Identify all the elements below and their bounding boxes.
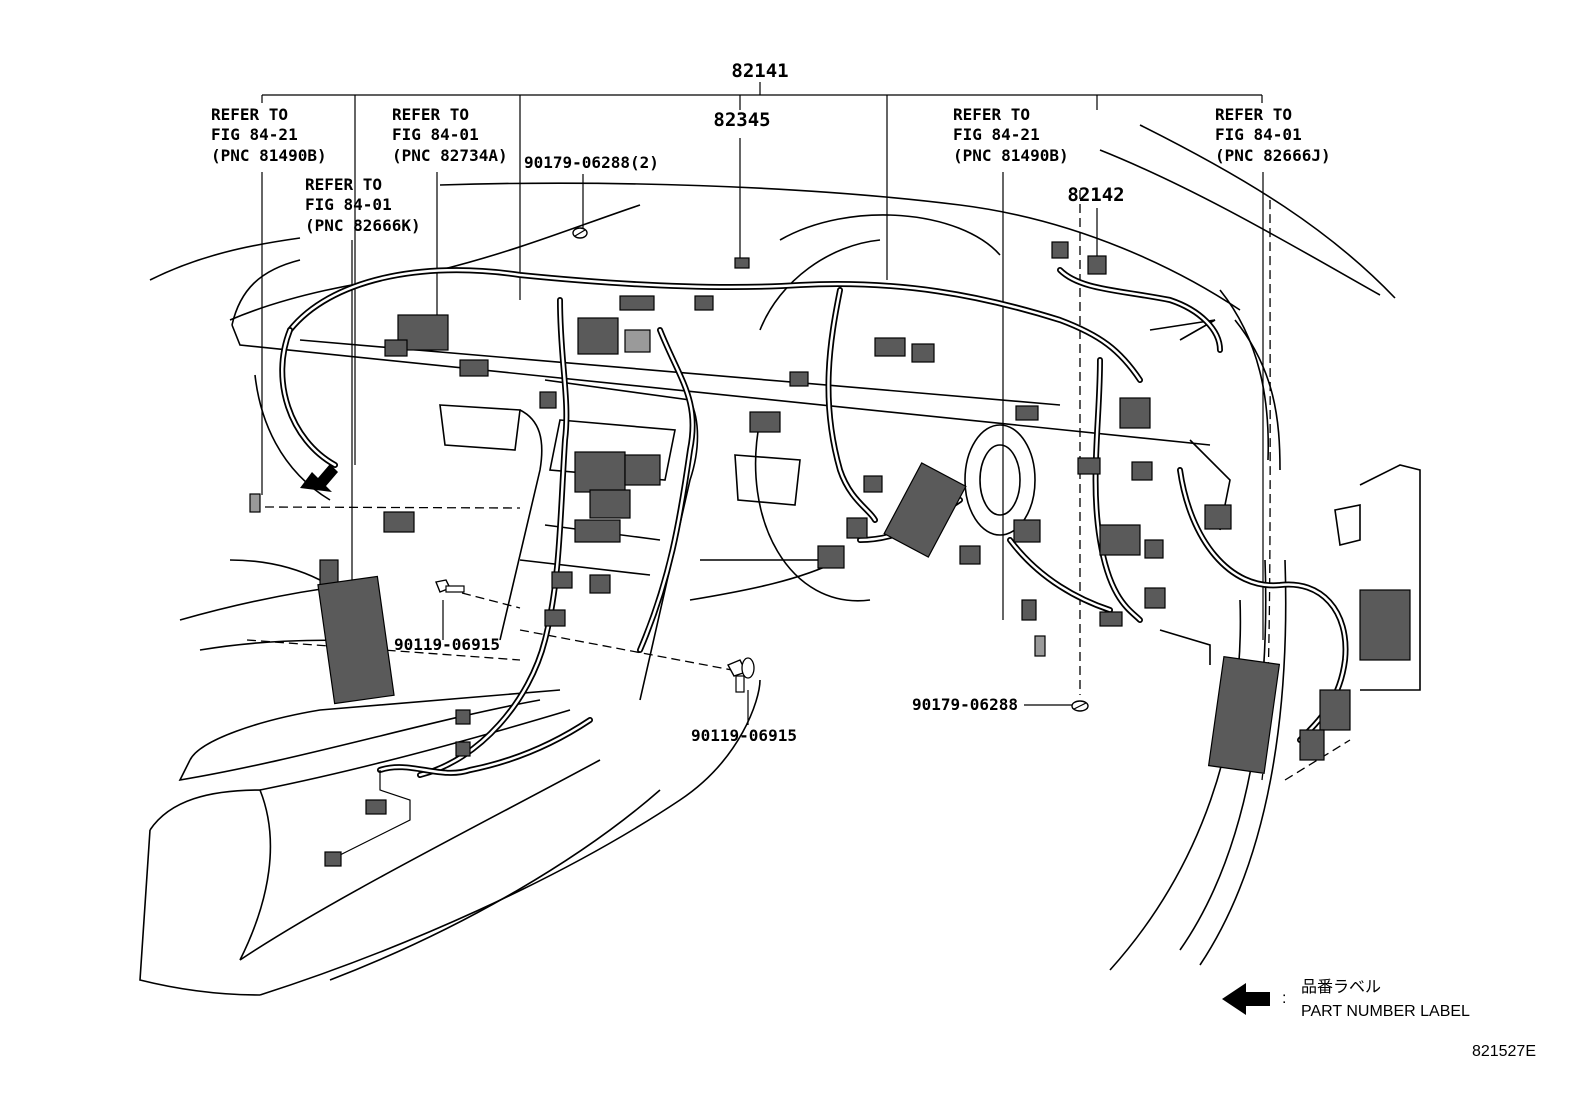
label-clip-right: 90179-06288 (912, 695, 1018, 714)
reference-note: REFER TO FIG 84-21 (PNC 81490B) (953, 105, 1069, 165)
label-82141: 82141 (731, 60, 788, 82)
legend-separator: : (1282, 990, 1286, 1007)
clip-icon (572, 227, 588, 239)
wire-harness (279, 267, 1349, 856)
bolt-icon (435, 579, 465, 593)
reference-note: REFER TO FIG 84-01 (PNC 82734A) (392, 105, 508, 165)
legend-label-jp: 品番ラベル (1301, 978, 1381, 996)
reference-note: REFER TO FIG 84-21 (PNC 81490B) (211, 105, 327, 165)
svg-text:(PNC 81490B): (PNC 81490B) (953, 146, 1069, 165)
leader-lines (261, 82, 1264, 725)
reference-note: REFER TO FIG 84-01 (PNC 82666K) (305, 175, 421, 235)
bolt-icon (727, 657, 755, 693)
connectors (249, 241, 1411, 867)
part-number-label-arrow-icon (300, 464, 338, 492)
svg-text:REFER TO: REFER TO (953, 105, 1030, 124)
reference-notes: REFER TO FIG 84-21 (PNC 81490B) REFER TO… (211, 105, 1331, 235)
label-clip-top: 90179-06288(2) (524, 153, 659, 172)
svg-text:FIG 84-21: FIG 84-21 (211, 125, 298, 144)
label-82142: 82142 (1067, 184, 1124, 206)
label-82345: 82345 (713, 109, 770, 131)
fasteners (435, 227, 1089, 712)
label-bolt-left: 90119-06915 (394, 635, 500, 654)
svg-text:REFER TO: REFER TO (1215, 105, 1292, 124)
figure-code: 821527E (1472, 1043, 1536, 1060)
svg-text:(PNC 82734A): (PNC 82734A) (392, 146, 508, 165)
legend: : 品番ラベル PART NUMBER LABEL (1222, 978, 1470, 1020)
svg-text:(PNC 81490B): (PNC 81490B) (211, 146, 327, 165)
svg-text:FIG 84-01: FIG 84-01 (305, 195, 392, 214)
arrow-left-icon (1222, 983, 1270, 1015)
svg-text:FIG 84-01: FIG 84-01 (1215, 125, 1302, 144)
svg-text:REFER TO: REFER TO (305, 175, 382, 194)
part-labels: 82141 82345 82142 90179-06288(2) 90179-0… (394, 60, 1125, 745)
legend-label-en: PART NUMBER LABEL (1301, 1003, 1470, 1020)
svg-text:REFER TO: REFER TO (392, 105, 469, 124)
label-bolt-center: 90119-06915 (691, 726, 797, 745)
svg-text:REFER TO: REFER TO (211, 105, 288, 124)
svg-text:FIG 84-21: FIG 84-21 (953, 125, 1040, 144)
reference-note: REFER TO FIG 84-01 (PNC 82666J) (1215, 105, 1331, 165)
clip-icon (1071, 700, 1089, 712)
svg-text:(PNC 82666J): (PNC 82666J) (1215, 146, 1331, 165)
svg-text:(PNC 82666K): (PNC 82666K) (305, 216, 421, 235)
svg-text:FIG 84-01: FIG 84-01 (392, 125, 479, 144)
